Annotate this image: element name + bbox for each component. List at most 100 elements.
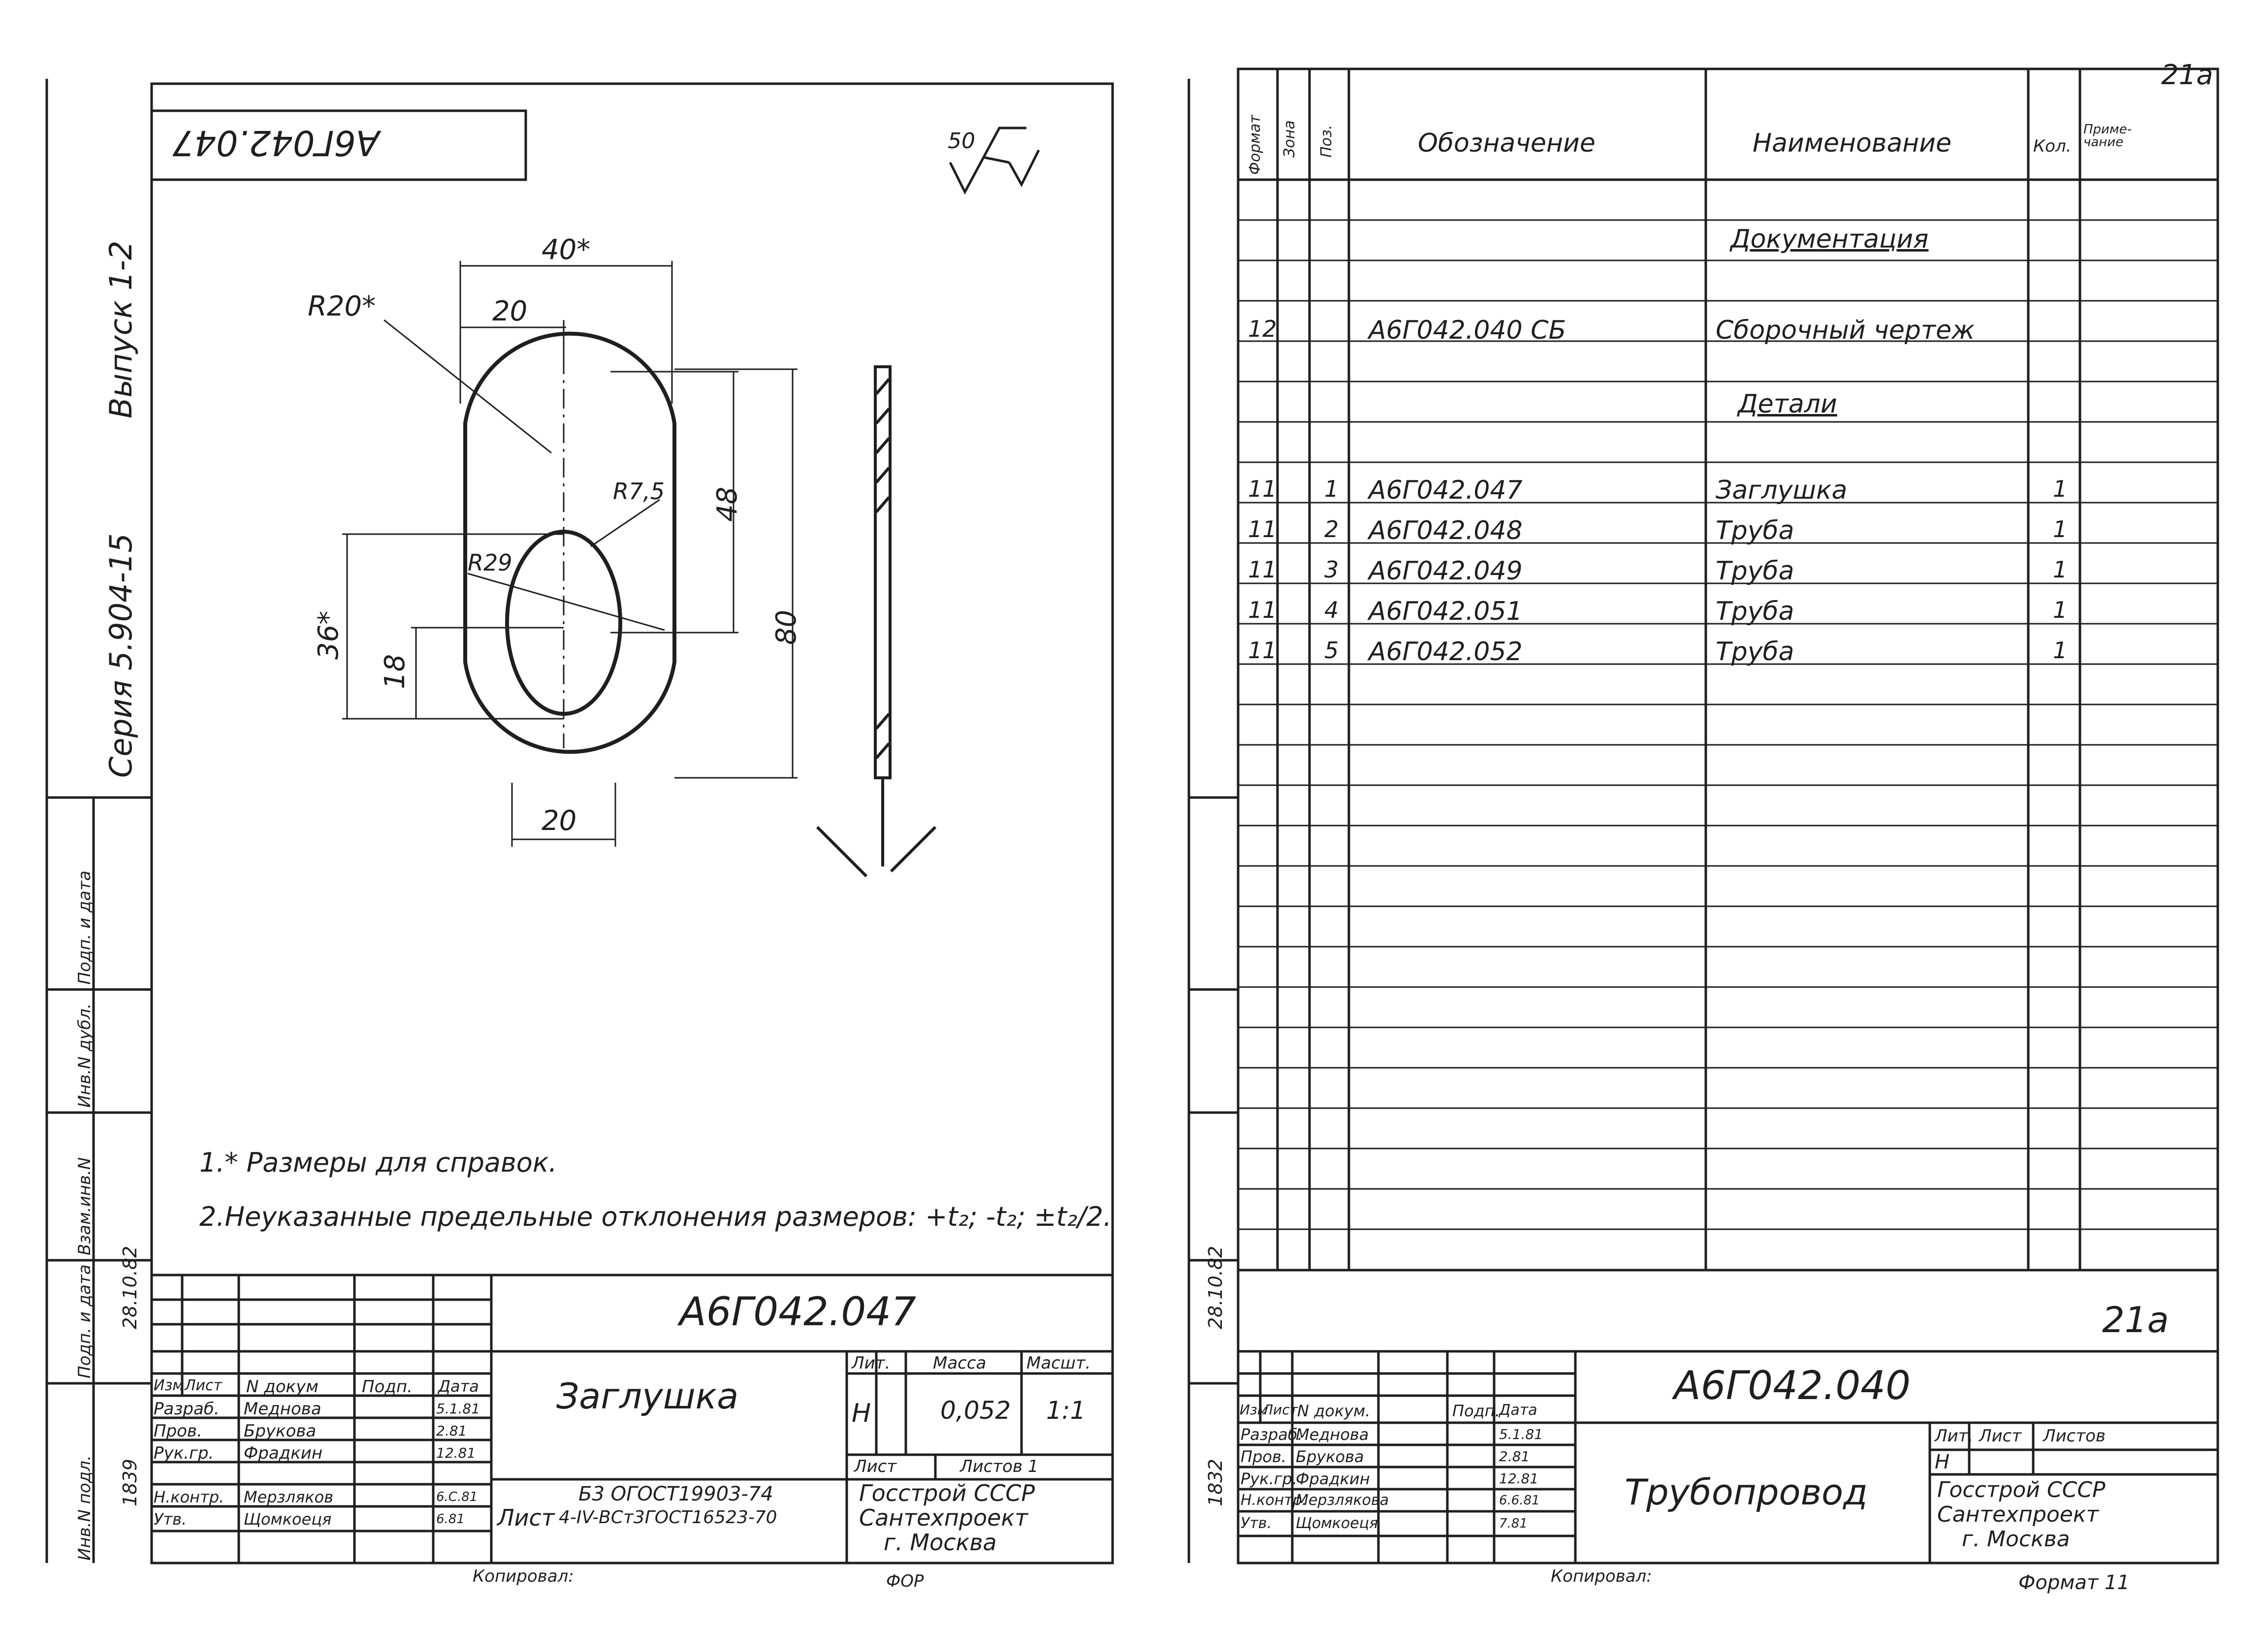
side-dup: Инв.N дубл. bbox=[75, 1003, 95, 1108]
tb-left-person-1: Брукова bbox=[244, 1421, 317, 1441]
tb-left-sheets-label: Листов 1 bbox=[960, 1457, 1039, 1476]
dim-r29: R29 bbox=[468, 549, 512, 576]
dim-48: 48 bbox=[711, 486, 743, 522]
left-frame bbox=[150, 82, 1114, 1564]
spec-section-parts: Детали bbox=[1738, 389, 1837, 419]
tb-right-role-4: Утв. bbox=[1241, 1515, 1272, 1532]
tb-left-date-0: 5.1.81 bbox=[436, 1401, 480, 1417]
tb-right-code: А6Г042.040 bbox=[1674, 1363, 1911, 1408]
tb-right-date-4: 7.81 bbox=[1499, 1516, 1528, 1531]
tb-right-copied: Копировал: bbox=[1551, 1566, 1652, 1586]
dim-18: 18 bbox=[379, 654, 411, 689]
tb-right-col-list: Лист bbox=[1263, 1402, 1298, 1418]
tb-left-material-prefix: Лист bbox=[497, 1504, 555, 1531]
tb-right-lit-label: Лит. bbox=[1935, 1426, 1974, 1446]
spec-part-format: 11 bbox=[1248, 516, 1277, 543]
right-corner-mark: 21a bbox=[2161, 59, 2213, 91]
spec-part-name: Труба bbox=[1716, 556, 1794, 586]
tb-left-date-3: 6.C.81 bbox=[436, 1490, 478, 1504]
issue-label: Выпуск 1-2 bbox=[103, 240, 139, 418]
tb-left-format: ФОР bbox=[886, 1571, 924, 1591]
spec-part-designation: А6Г042.049 bbox=[1369, 556, 1523, 586]
spec-part-format: 11 bbox=[1248, 556, 1277, 583]
roughness-value: 50 bbox=[948, 128, 975, 154]
tb-left-col-doc: N докум bbox=[246, 1377, 319, 1397]
tb-left-role-2: Рук.гр. bbox=[154, 1443, 214, 1463]
dim-36: 36* bbox=[313, 610, 345, 660]
tb-left-person-4: Щомкоеця bbox=[244, 1510, 332, 1529]
tb-left-scale-label: Масшт. bbox=[1026, 1353, 1091, 1373]
tb-right-sheet-label: Лист bbox=[1979, 1426, 2022, 1446]
spec-part-name: Заглушка bbox=[1716, 476, 1848, 505]
note-2: 2.Неуказанные предельные отклонения разм… bbox=[199, 1201, 1112, 1232]
tb-right-person-2: Фрадкин bbox=[1296, 1469, 1370, 1488]
tb-left-person-2: Фрадкин bbox=[244, 1443, 323, 1463]
tb-right-col-doc: N докум. bbox=[1297, 1402, 1371, 1420]
tb-right-org-3: г. Москва bbox=[1962, 1527, 2070, 1552]
spec-part-qty: 1 bbox=[2053, 516, 2068, 543]
spec-part-pos: 5 bbox=[1324, 637, 1339, 664]
spec-head-designation: Обозначение bbox=[1418, 128, 1596, 158]
spec-part-format: 11 bbox=[1248, 637, 1277, 664]
tb-right-role-3: Н.контр. bbox=[1241, 1492, 1307, 1509]
tb-left-lit-label: Лит. bbox=[852, 1353, 891, 1373]
spec-part-name: Труба bbox=[1716, 516, 1794, 545]
spec-head-pos: Поз. bbox=[1318, 125, 1335, 158]
plug-outline bbox=[463, 331, 676, 754]
spec-head-note: Приме-чание bbox=[2083, 122, 2132, 150]
tb-right-col-sign: Подп. bbox=[1452, 1402, 1500, 1420]
tb-right-person-1: Брукова bbox=[1296, 1447, 1364, 1466]
tb-left-org-3: г. Москва bbox=[884, 1529, 997, 1556]
tb-right-col-izm: Изм bbox=[1240, 1402, 1268, 1418]
tb-left-scale: 1:1 bbox=[1046, 1396, 1086, 1425]
side-sign-date-2: Подп. и дата bbox=[75, 870, 95, 985]
series-label: Серия 5.904-15 bbox=[103, 533, 139, 778]
tb-left-copied: Копировал: bbox=[473, 1566, 574, 1586]
spec-part-name: Труба bbox=[1716, 637, 1794, 667]
spec-part-pos: 4 bbox=[1324, 597, 1339, 623]
tb-right-person-3: Мерзлякова bbox=[1296, 1492, 1389, 1509]
tb-left-material-1: Б3 ОГОСТ19903-74 bbox=[578, 1483, 773, 1505]
spec-part-pos: 2 bbox=[1324, 516, 1339, 543]
tb-left-date-2: 12.81 bbox=[436, 1445, 476, 1461]
tb-left-org-1: Госстрой СССР bbox=[859, 1480, 1035, 1506]
side-inv-value: 1839 bbox=[119, 1459, 141, 1506]
side-sign-date-value: 28.10.82 bbox=[119, 1245, 141, 1329]
tb-right-lit: Н bbox=[1935, 1451, 1950, 1473]
tb-right-sheets-label: Листов bbox=[2043, 1426, 2106, 1446]
tb-left-code: А6Г042.047 bbox=[679, 1289, 917, 1335]
tb-left-col-list: Лист bbox=[185, 1377, 223, 1394]
tb-right-role-0: Разраб. bbox=[1241, 1425, 1303, 1444]
spec-part-qty: 1 bbox=[2053, 597, 2068, 623]
spec-part-designation: А6Г042.052 bbox=[1369, 637, 1523, 667]
side-replaces: Взам.инв.N bbox=[75, 1157, 95, 1255]
tb-left-lit: Н bbox=[852, 1399, 871, 1428]
tb-left-person-3: Мерзляков bbox=[244, 1488, 334, 1506]
spec-part-qty: 1 bbox=[2053, 556, 2068, 583]
spec-part-designation: А6Г042.048 bbox=[1369, 516, 1523, 545]
spec-doc-format: 12 bbox=[1248, 316, 1277, 342]
tb-right-role-1: Пров. bbox=[1241, 1447, 1286, 1466]
spec-section-docs: Документация bbox=[1730, 224, 1929, 254]
spec-doc-name: Сборочный чертеж bbox=[1716, 316, 1975, 345]
tb-left-date-1: 2.81 bbox=[436, 1423, 467, 1439]
tb-left-col-izm: Изм bbox=[154, 1377, 184, 1394]
tb-left-org-2: Сантехпроект bbox=[859, 1504, 1028, 1531]
side-inv: Инв.N подл. bbox=[75, 1455, 95, 1561]
tb-right-role-2: Рук.гр. bbox=[1241, 1469, 1298, 1488]
right-page-mark: 21a bbox=[2102, 1299, 2169, 1341]
tb-right-person-4: Щомкоеця bbox=[1296, 1515, 1378, 1532]
spec-head-format: Формат bbox=[1246, 115, 1264, 175]
corner-code: А6Г042.047 bbox=[172, 123, 380, 163]
roughness-symbol bbox=[949, 127, 1040, 195]
tb-right-date-1: 2.81 bbox=[1499, 1448, 1530, 1465]
tb-left-mass-label: Масса bbox=[933, 1353, 987, 1373]
right-frame bbox=[1237, 67, 2219, 1564]
dim-r20: R20* bbox=[308, 290, 376, 322]
spec-part-format: 11 bbox=[1248, 476, 1277, 502]
side-sign-date: Подп. и дата bbox=[75, 1264, 95, 1378]
spec-doc-designation: А6Г042.040 СБ bbox=[1369, 316, 1566, 345]
spec-part-qty: 1 bbox=[2053, 476, 2068, 502]
